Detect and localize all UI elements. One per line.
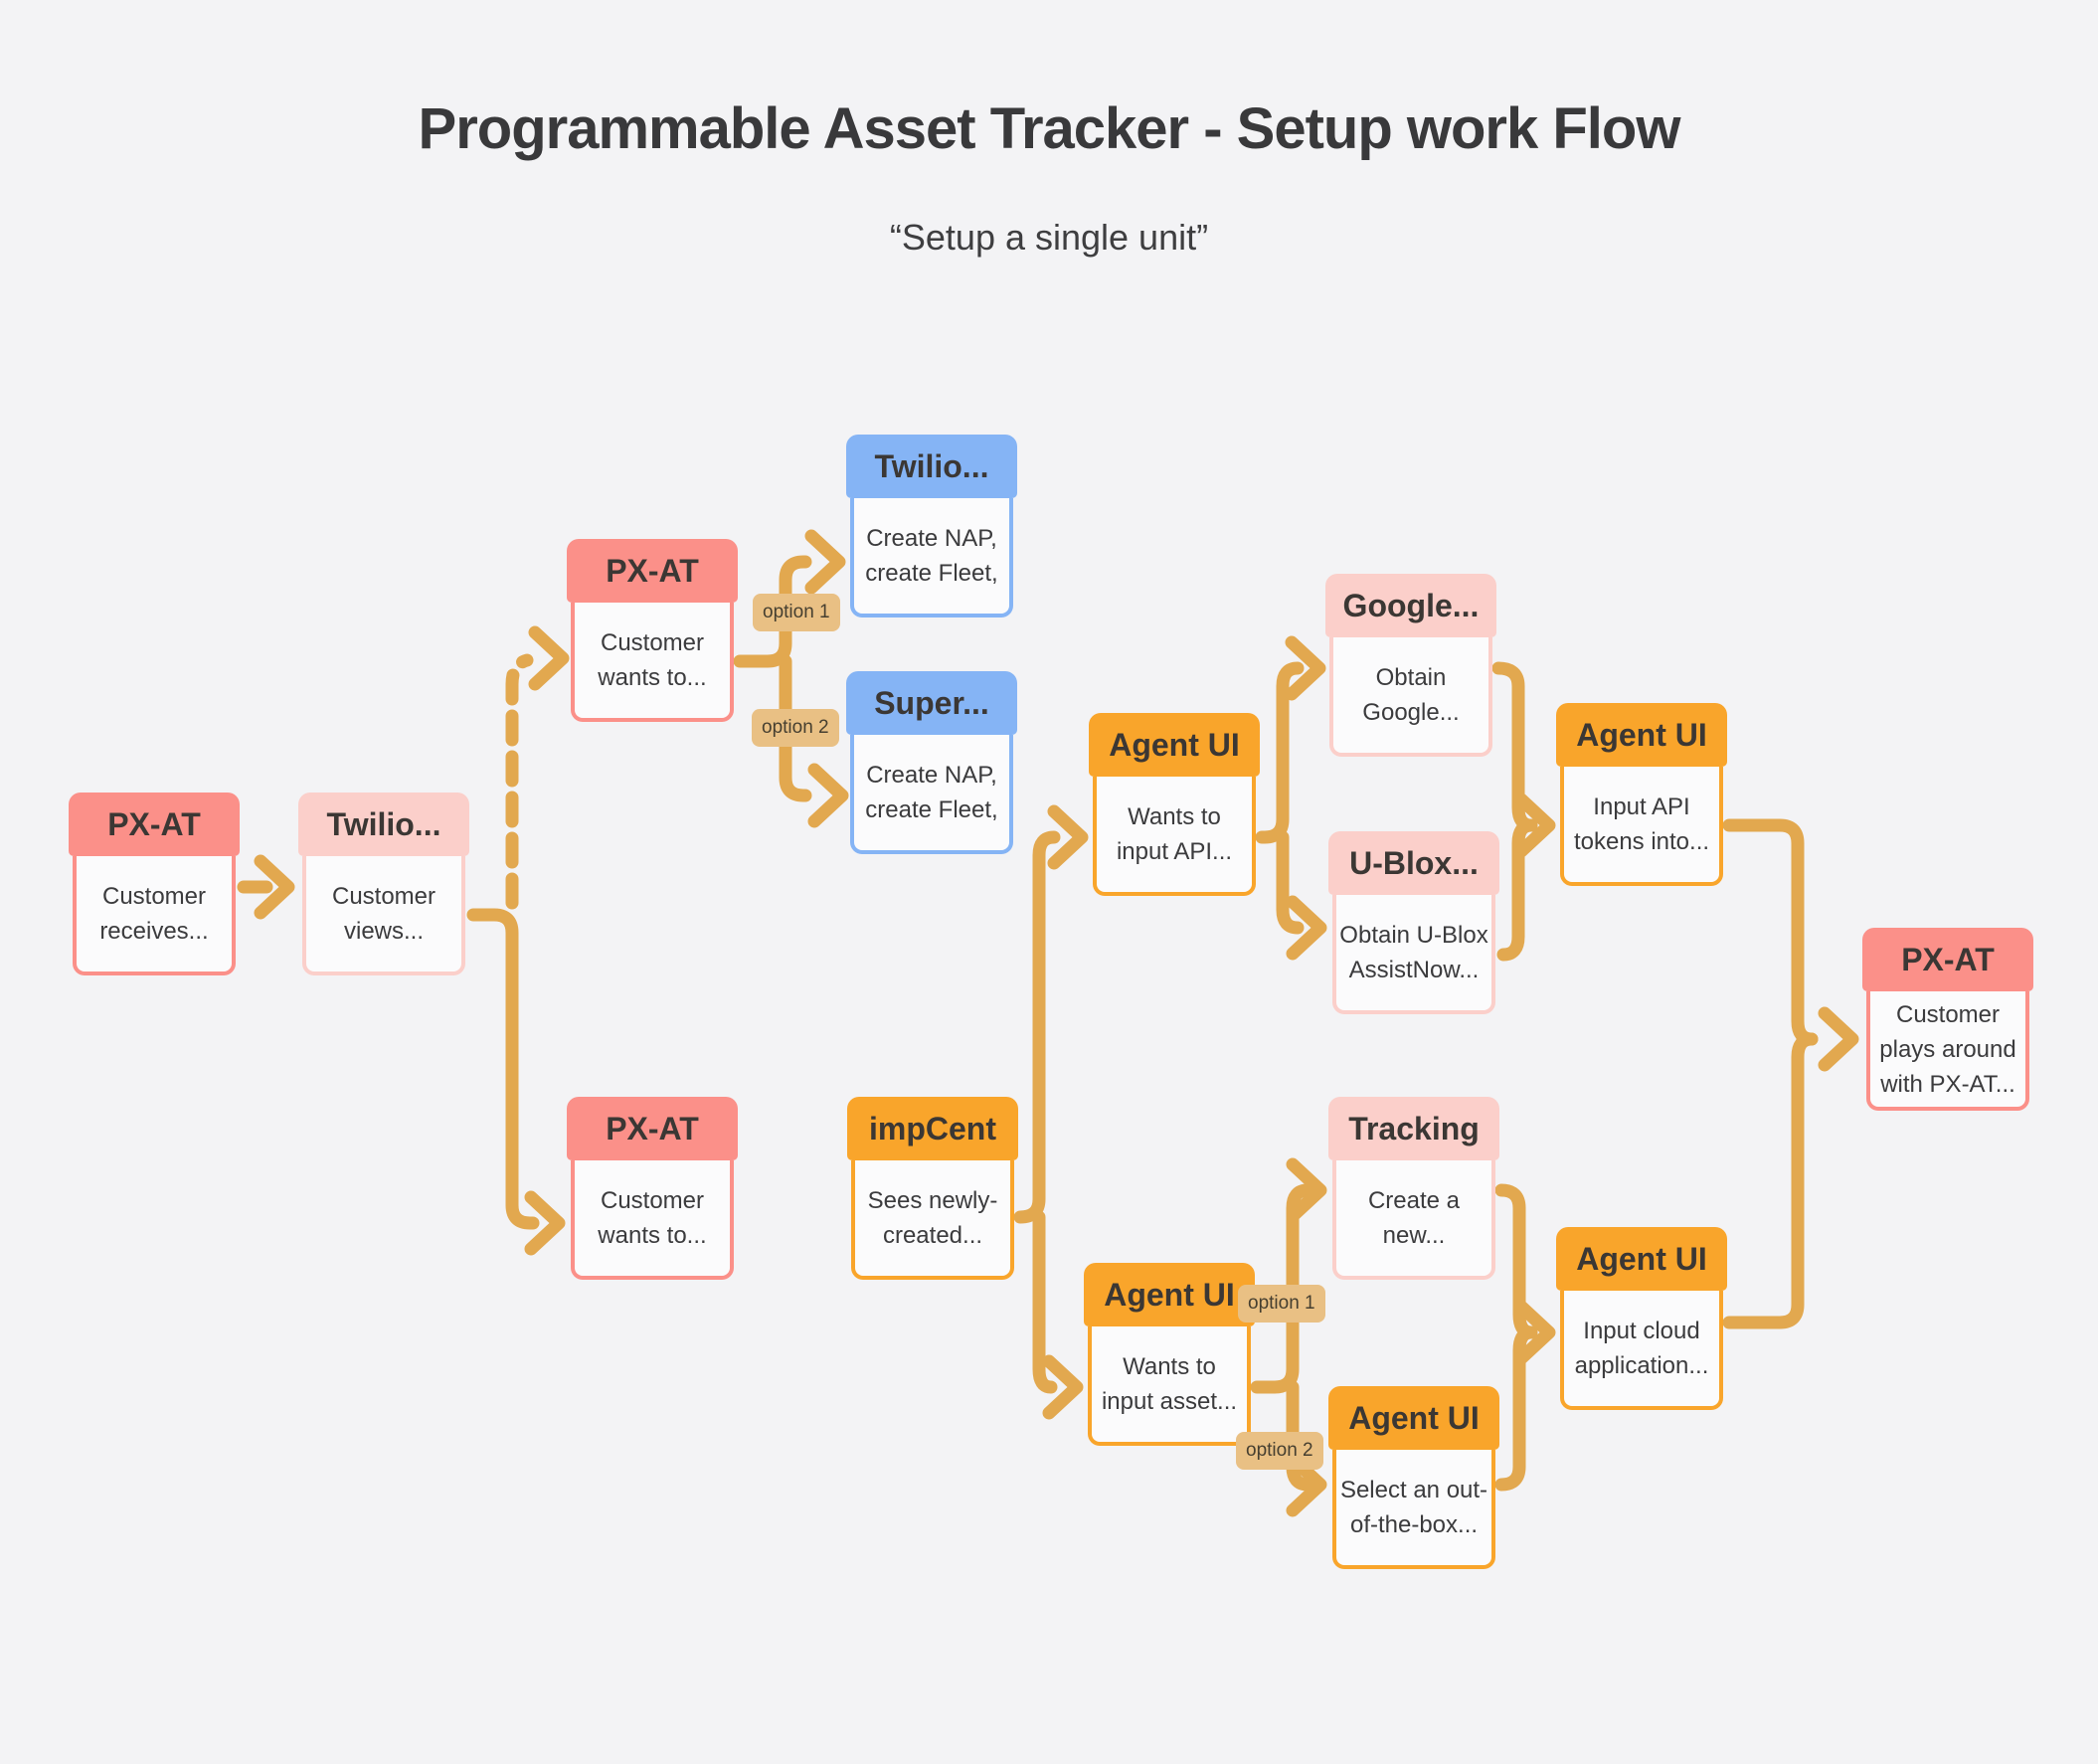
flow-node-twilio-views: Twilio...Customer views... bbox=[298, 793, 469, 975]
arrowhead-into-agent-ui-asset bbox=[1042, 1354, 1084, 1420]
edge-option2-top bbox=[779, 654, 812, 802]
edge-ublox-merge bbox=[1496, 818, 1538, 962]
edge-impcent-up bbox=[1013, 830, 1061, 1224]
node-body: Input API tokens into... bbox=[1560, 767, 1723, 886]
edge-label-option-2-bottom: option 2 bbox=[1236, 1432, 1323, 1470]
arrowhead-into-agent-ui-cloud bbox=[1514, 1300, 1556, 1365]
node-header: Twilio... bbox=[298, 793, 469, 856]
node-body: Customer receives... bbox=[73, 856, 236, 975]
flow-node-u-blox-obtain: U-Blox...Obtain U-Blox AssistNow... bbox=[1328, 831, 1499, 1014]
node-header: Agent UI bbox=[1556, 703, 1727, 767]
flow-node-twilio-create-nap: Twilio...Create NAP, create Fleet, bbox=[846, 435, 1017, 617]
node-body: Sees newly-created... bbox=[851, 1160, 1014, 1280]
page-subtitle: “Setup a single unit” bbox=[889, 217, 1209, 258]
edge-impcent-down bbox=[1032, 1210, 1058, 1394]
arrowhead-into-twilio-views bbox=[254, 854, 295, 920]
edge-views-split-down bbox=[466, 908, 540, 1230]
edge-tokens-to-final bbox=[1722, 818, 1819, 1046]
node-header: PX-AT bbox=[69, 793, 240, 856]
node-header: PX-AT bbox=[1862, 928, 2033, 991]
flow-node-super-create-nap: Super...Create NAP, create Fleet, bbox=[846, 671, 1017, 854]
arrowhead-into-px-at-top bbox=[528, 625, 570, 691]
node-body: Customer wants to... bbox=[571, 603, 734, 722]
node-body: Input cloud application... bbox=[1560, 1291, 1723, 1410]
node-header: U-Blox... bbox=[1328, 831, 1499, 895]
arrowhead-into-tracking bbox=[1286, 1157, 1327, 1223]
edge-option1-bottom bbox=[1250, 1183, 1314, 1394]
edge-api-to-google bbox=[1255, 661, 1305, 844]
page-title: Programmable Asset Tracker - Setup work … bbox=[418, 96, 1681, 161]
edge-api-to-ublox bbox=[1276, 830, 1305, 935]
node-body: Customer wants to... bbox=[571, 1160, 734, 1280]
node-body: Customer plays around with PX-AT... bbox=[1866, 991, 2029, 1111]
flow-node-google-obtain: Google...Obtain Google... bbox=[1325, 574, 1496, 757]
edge-label-option-2-top: option 2 bbox=[752, 709, 839, 747]
node-body: Create a new... bbox=[1332, 1160, 1495, 1280]
node-body: Wants to input API... bbox=[1093, 777, 1256, 896]
node-body: Wants to input asset... bbox=[1088, 1326, 1251, 1446]
edge-label-option-1-bottom: option 1 bbox=[1238, 1285, 1325, 1323]
node-header: Google... bbox=[1325, 574, 1496, 637]
edge-views-split-up-dashed bbox=[505, 653, 534, 910]
edge-label-option-1-top: option 1 bbox=[753, 594, 840, 631]
edge-cloud-to-final bbox=[1722, 1032, 1819, 1329]
node-body: Customer views... bbox=[302, 856, 465, 975]
arrowhead-into-ublox bbox=[1286, 895, 1327, 961]
edge-select-merge bbox=[1494, 1325, 1538, 1492]
node-header: PX-AT bbox=[567, 539, 738, 603]
node-body: Create NAP, create Fleet, bbox=[850, 735, 1013, 854]
node-header: PX-AT bbox=[567, 1097, 738, 1160]
node-header: Agent UI bbox=[1084, 1263, 1255, 1326]
arrowhead-into-super-blue bbox=[807, 763, 849, 828]
node-body: Obtain Google... bbox=[1329, 637, 1492, 757]
node-header: Tracking bbox=[1328, 1097, 1499, 1160]
node-header: impCent bbox=[847, 1097, 1018, 1160]
node-header: Twilio... bbox=[846, 435, 1017, 498]
node-body: Select an out-of-the-box... bbox=[1332, 1450, 1495, 1569]
node-header: Agent UI bbox=[1328, 1386, 1499, 1450]
arrowhead-into-px-at-final bbox=[1818, 1006, 1859, 1072]
arrowhead-into-twilio-blue bbox=[804, 529, 846, 595]
arrowhead-into-agent-ui-tokens bbox=[1514, 793, 1556, 858]
node-header: Agent UI bbox=[1089, 713, 1260, 777]
node-header: Super... bbox=[846, 671, 1017, 735]
arrowhead-into-google bbox=[1285, 635, 1326, 701]
node-body: Obtain U-Blox AssistNow... bbox=[1332, 895, 1495, 1014]
node-body: Create NAP, create Fleet, bbox=[850, 498, 1013, 617]
arrowhead-into-px-at-bottom bbox=[524, 1190, 566, 1256]
node-header: Agent UI bbox=[1556, 1227, 1727, 1291]
arrowhead-into-agent-ui-api bbox=[1047, 804, 1089, 870]
